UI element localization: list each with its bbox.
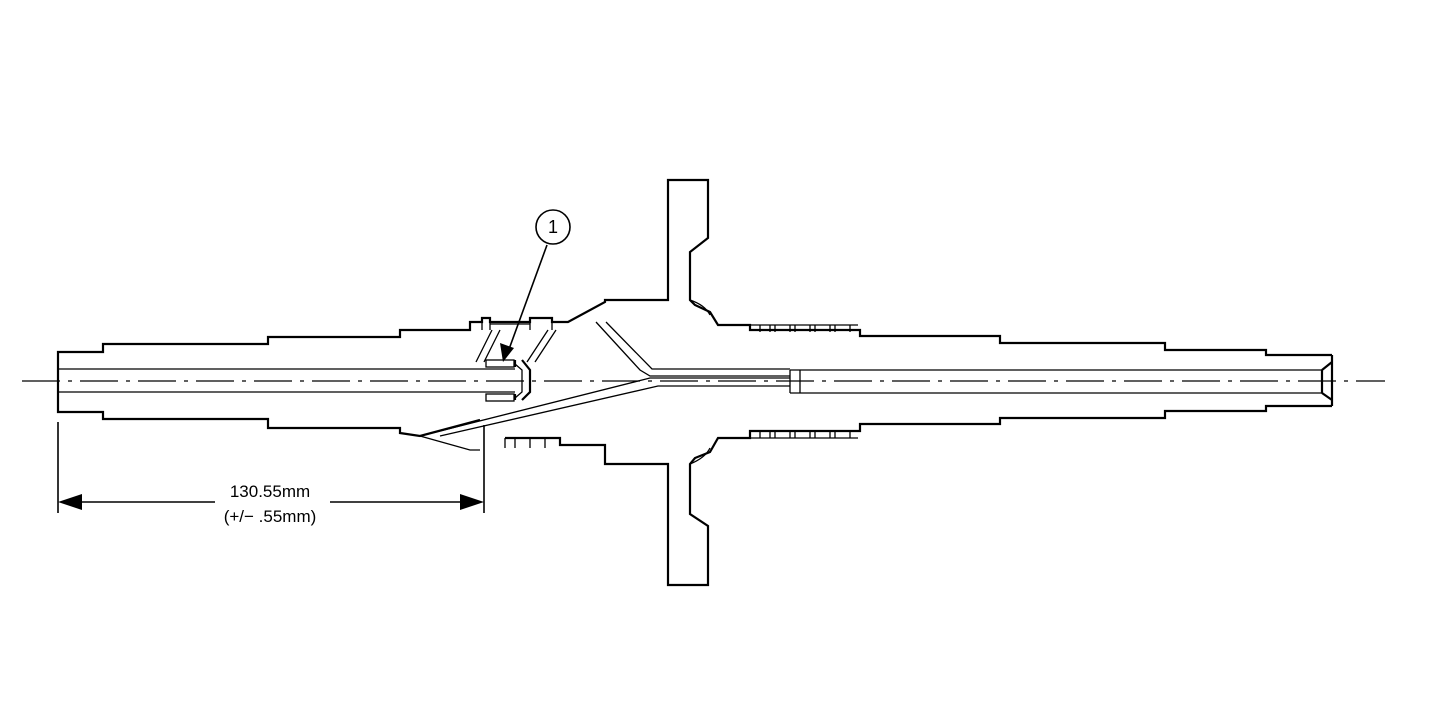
dimension-value: 130.55mm	[230, 482, 310, 501]
flange-fillet-upper	[689, 299, 711, 316]
callout-arrowhead	[500, 343, 514, 362]
flange-fillet-lower	[689, 447, 711, 465]
right-bore	[789, 369, 1322, 394]
dimension-arrow-left	[58, 494, 82, 510]
shaft-right-end	[1320, 355, 1334, 406]
groove-lower-left	[504, 438, 546, 448]
hole-plug-upper	[485, 359, 515, 368]
dimension-arrow-right	[460, 494, 484, 510]
cross-drill-hole	[475, 329, 557, 363]
spline-upper	[750, 324, 858, 332]
shaft-lower-outline	[56, 396, 1332, 587]
oil-passage-lower	[419, 377, 790, 451]
callout-circle	[535, 209, 571, 245]
spline-lower	[750, 432, 858, 439]
callout-number: 1	[548, 217, 558, 237]
hole-plug-lower	[485, 393, 515, 402]
left-shaft-step	[513, 359, 532, 401]
dimension-tolerance: (+/− .55mm)	[224, 507, 317, 526]
oil-passage-upper	[595, 321, 790, 377]
shaft-upper-outline	[56, 178, 1332, 396]
left-bore	[58, 363, 523, 399]
callout-leader	[507, 244, 548, 353]
groove-upper-left	[481, 318, 553, 330]
